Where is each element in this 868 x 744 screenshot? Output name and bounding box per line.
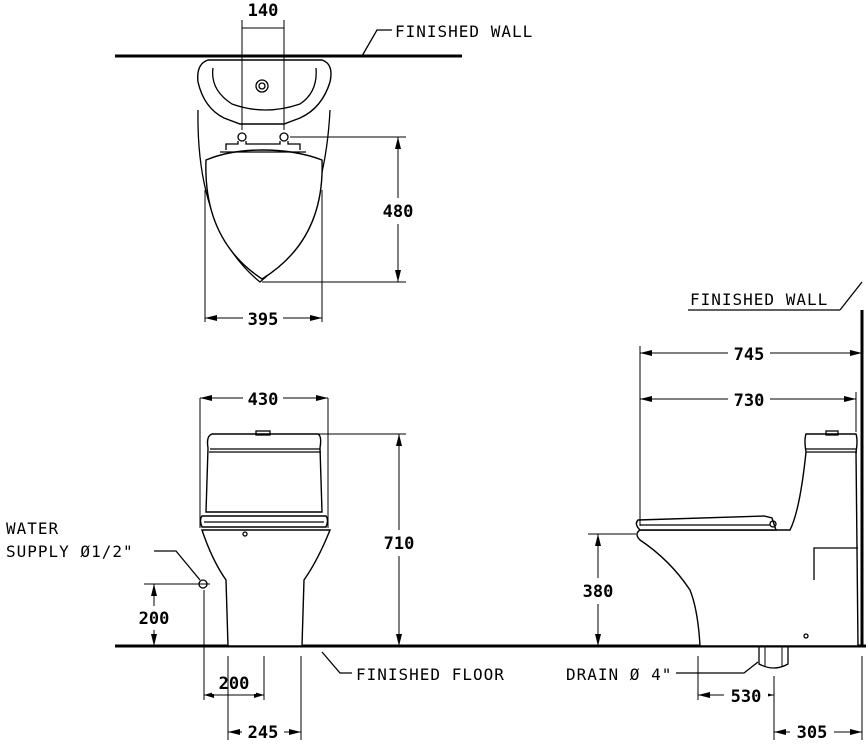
dim-530-label: 530 <box>731 687 762 707</box>
front-base-hole <box>242 531 248 537</box>
top-view: FINISHED WALL 140 480 <box>115 1 533 330</box>
side-view: FINISHED WALL DRAIN Ø 4" 745 730 <box>566 281 864 743</box>
dim-480-arrow-top <box>395 137 401 149</box>
dim-395-label: 395 <box>248 310 279 330</box>
hinge-bracket <box>225 141 301 150</box>
top-tank-inner <box>211 67 317 111</box>
side-seat-hinge <box>769 520 777 528</box>
drain-label: DRAIN Ø 4" <box>566 665 672 684</box>
seat-hinge-right-icon <box>279 132 289 142</box>
side-tank-button <box>825 430 839 436</box>
drain-pipe <box>758 646 789 669</box>
finished-wall-side-label: FINISHED WALL <box>690 290 828 309</box>
water-supply-label-2: SUPPLY Ø1/2" <box>6 542 134 561</box>
front-tank <box>205 433 323 513</box>
dim-480-arrow-bottom <box>395 270 401 282</box>
side-seat <box>635 515 777 531</box>
dim-430-label: 430 <box>248 390 279 410</box>
dim-140-label: 140 <box>248 1 279 21</box>
front-view: 430 710 WATER SUPPLY Ø1/2" 200 200 <box>6 386 419 743</box>
dim-200v-label: 200 <box>139 609 170 629</box>
dim-200h-label: 200 <box>219 674 250 694</box>
finished-wall-top-label: FINISHED WALL <box>395 22 533 41</box>
dim-480-label: 480 <box>383 202 414 222</box>
flush-button-inner <box>258 82 266 90</box>
finished-floor-leader <box>321 651 352 674</box>
water-supply-label-1: WATER <box>6 519 59 538</box>
side-base-hole <box>803 633 809 639</box>
dim-745-label: 745 <box>734 345 765 365</box>
flush-button-icon <box>255 79 269 93</box>
finished-wall-side-leader <box>839 281 863 311</box>
dim-305-label: 305 <box>797 723 828 743</box>
dim-730-label: 730 <box>734 391 765 411</box>
side-trapway <box>813 547 858 580</box>
top-seat-lid <box>205 149 323 280</box>
water-supply-leader <box>154 550 201 581</box>
finished-wall-top-leader <box>361 29 392 57</box>
seat-hinge-left-icon <box>237 132 247 142</box>
dim-710-label: 710 <box>384 534 415 554</box>
front-tank-button <box>255 430 271 436</box>
dim-245-label: 245 <box>248 723 279 743</box>
dim-380-label: 380 <box>583 582 614 602</box>
drain-leader <box>676 661 759 674</box>
side-body <box>636 433 859 647</box>
finished-floor-label: FINISHED FLOOR <box>356 665 505 684</box>
front-pedestal <box>201 529 332 647</box>
